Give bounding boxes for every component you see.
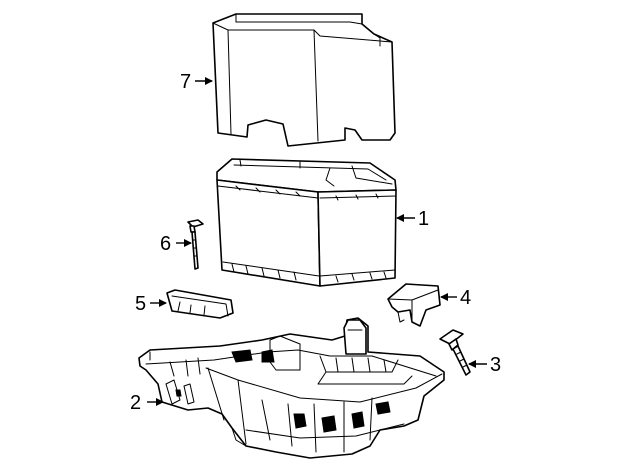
callout-label-3: 3 [490, 354, 501, 376]
clamp-bracket-part [387, 283, 441, 327]
battery-tray-part [138, 317, 445, 459]
callout-leaders [147, 77, 487, 406]
callout-label-4: 4 [460, 287, 471, 309]
support-bracket-part [166, 289, 234, 319]
callout-label-5: 5 [135, 293, 146, 315]
callout-label-7: 7 [180, 71, 191, 93]
battery-part [216, 158, 397, 287]
callout-label-1: 1 [418, 208, 429, 230]
hold-down-bolt-part [187, 219, 204, 270]
callout-labels: 7 1 6 5 4 3 2 [130, 71, 501, 414]
callout-label-2: 2 [130, 392, 141, 414]
battery-cover-part [212, 13, 396, 147]
callout-label-6: 6 [160, 233, 171, 255]
tray-bolt-part [439, 329, 471, 376]
